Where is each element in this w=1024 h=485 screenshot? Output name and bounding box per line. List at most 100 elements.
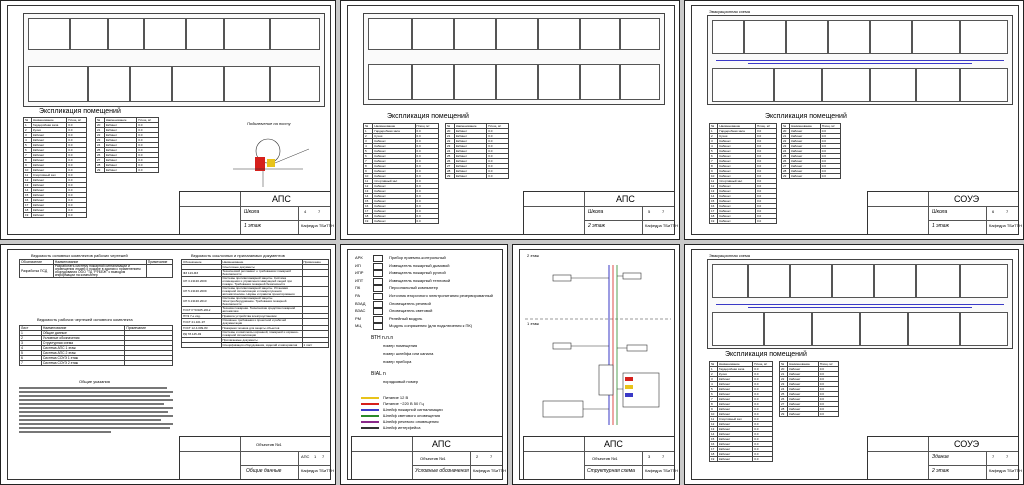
legend-symbol-icon [373,308,383,316]
legend-symbol-icon [373,285,383,293]
room-area: 0.0 [817,411,840,417]
room-number: 29 [780,173,791,179]
stamp-org: Кафедра ТБиТТН [301,223,334,228]
plan-room [712,312,764,346]
room-number: 19 [708,218,719,224]
detail-title: Подключение на посту [247,121,291,126]
room-number: 19 [362,218,374,224]
room-name: Кабинет [789,173,821,179]
stamp-sheets: 7 [490,454,493,459]
line-sample [361,403,379,405]
room-number: 19 [709,456,718,462]
line-name: Питание ~220 В 50 Гц [383,401,424,406]
plan-room [764,312,812,346]
title-block: Объектив №1 Общие данные АПС 1 7 Кафедра… [179,436,334,480]
plan-room [712,264,748,298]
legend-name: Источник вторичного электропитания резер… [389,293,493,298]
plan-room [580,18,620,50]
stamp-code: Объектив №1 [256,442,282,447]
legend-code: РА [355,293,361,298]
stamp-sheets: 7 [1006,454,1009,459]
stamp-floor: 1 этаж [244,223,261,229]
plan-room [832,264,874,298]
stamp-code: Объектив №1 [420,456,446,461]
stamp-sheets: 7 [322,454,325,459]
doc-name: Техника пожарная. Технические средства п… [220,306,303,314]
doc-name: Системы противопожарной защиты. Установк… [220,286,303,297]
doc-code: ГОСТ Р 53325-2012 [181,306,222,314]
stamp-system: АПС [432,439,451,449]
stamp-sheets: 7 [662,209,665,214]
plan-room [70,18,108,50]
legend-name: Извещатель пожарный тепловой [389,277,451,283]
line-sample [361,427,379,429]
plan-room [620,64,660,100]
plan-room [224,66,270,102]
plan-room [130,66,172,102]
bial-label: BIAL n [371,371,386,377]
title-block: СОУЭ Здание 2 этаж 7 7 Кафедра ТБиТТН [867,436,1022,480]
legend-code: ПК [355,285,361,291]
room-area: 0.0 [752,456,773,462]
stamp-sheet: 6 [992,209,995,214]
stamp-org: Кафедра ТБиТТН [645,223,678,228]
legend-symbol-icon [373,315,383,323]
room-number: 29 [445,173,455,179]
title-block: СОУЭ Школа 1 этаж 6 7 Кафедра ТБиТТН [867,191,1022,235]
room-area: 0.0 [136,167,159,173]
sheet-structural-diagram: 2 этаж 1 этаж АПС Объектив №1 Структурна… [512,244,680,485]
stamp-floor: 2 этаж [932,468,949,474]
post-connection-diagram [233,138,310,187]
line-sample [361,409,379,411]
plan-room [916,264,960,298]
plan-room [412,18,454,50]
doc-name: Системы противопожарной защиты. Электроо… [220,296,303,307]
sheet-name: Система СОУЭ 2 этаж [40,360,126,366]
line-name: Шлейф речевого оповещения [383,419,439,424]
legend-name: Оповещатель речевой [389,300,431,306]
evacuation-route-line [748,63,972,64]
stamp-sheet: 4 [304,209,307,214]
line-name: Шлейф светового оповещения [383,413,441,418]
address-room: номер помещения [383,343,418,348]
stamp-system: АПС [604,439,623,449]
general-notes-title: Общие указания [79,379,110,384]
doc-code: СП 3.13130.2009 [181,276,222,287]
legend-code: ВЗАС [355,308,366,314]
bial-item: порядковый номер [383,379,419,384]
plan-room [786,20,828,54]
floor2-label: 2 этаж [527,253,539,258]
legend-symbol-icon [373,300,383,308]
legend-code: ИП [355,262,361,268]
room-number: 19 [23,212,32,218]
room-name: Кабинет [787,411,819,417]
plan-room [960,264,1008,298]
plan-room [538,64,580,100]
stamp-object: Здание [932,454,949,460]
doc-code: СП 5.13130.2009 [181,286,222,297]
legend-name: Прибор приемно-контрольный [389,255,446,260]
legend-symbol-icon [373,277,383,285]
legend-code: РМ [355,315,361,321]
plan-room [870,68,916,102]
room-name: Кабинет [372,218,416,224]
sheet-soue-floor1: Эвакуационная схема Экспликация помещени… [684,0,1024,240]
plan-room [224,18,270,50]
stamp-code: Объектив №1 [592,456,618,461]
line-sample [361,397,379,399]
plan-room [454,64,496,100]
stamp-sheets: 7 [662,454,665,459]
legend-symbol-icon [373,270,383,278]
stamp-system: АПС [616,194,635,204]
